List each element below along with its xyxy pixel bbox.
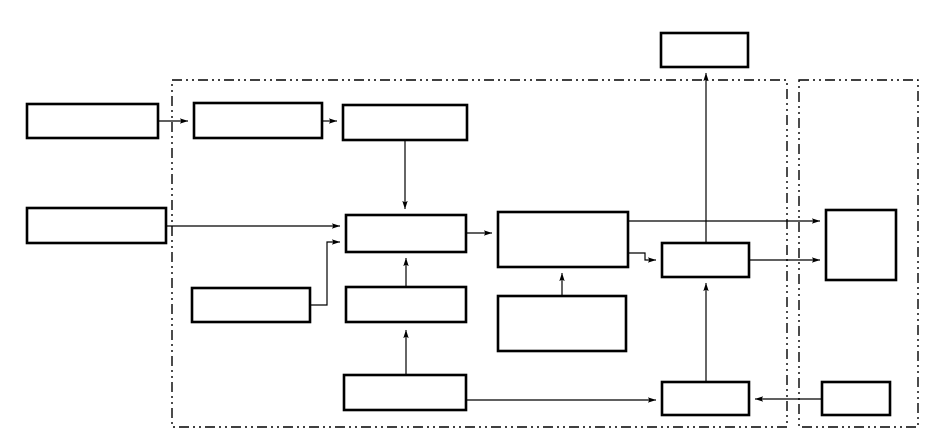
nodes-layer — [25, 31, 898, 417]
group-frames-layer — [171, 79, 919, 428]
group-frame-group-right — [798, 79, 919, 428]
node-node-f[interactable] — [190, 286, 312, 324]
node-node-n[interactable] — [660, 380, 751, 417]
node-node-k[interactable] — [660, 241, 751, 279]
node-node-a[interactable] — [25, 102, 160, 140]
node-node-o[interactable] — [820, 380, 892, 417]
link-node-i-to-node-k — [628, 252, 657, 263]
node-node-b[interactable] — [192, 101, 324, 140]
node-node-h[interactable] — [342, 373, 468, 412]
group-frame-group-main — [171, 79, 788, 428]
node-node-j[interactable] — [496, 294, 628, 353]
node-node-e[interactable] — [344, 213, 468, 254]
node-node-i[interactable] — [496, 210, 630, 269]
link-node-f-to-node-e — [310, 239, 341, 306]
links-layer — [158, 72, 822, 403]
node-node-m[interactable] — [824, 208, 898, 282]
node-node-c[interactable] — [341, 103, 469, 142]
node-node-l[interactable] — [659, 31, 750, 69]
node-node-d[interactable] — [25, 206, 168, 245]
node-node-g[interactable] — [344, 285, 468, 324]
